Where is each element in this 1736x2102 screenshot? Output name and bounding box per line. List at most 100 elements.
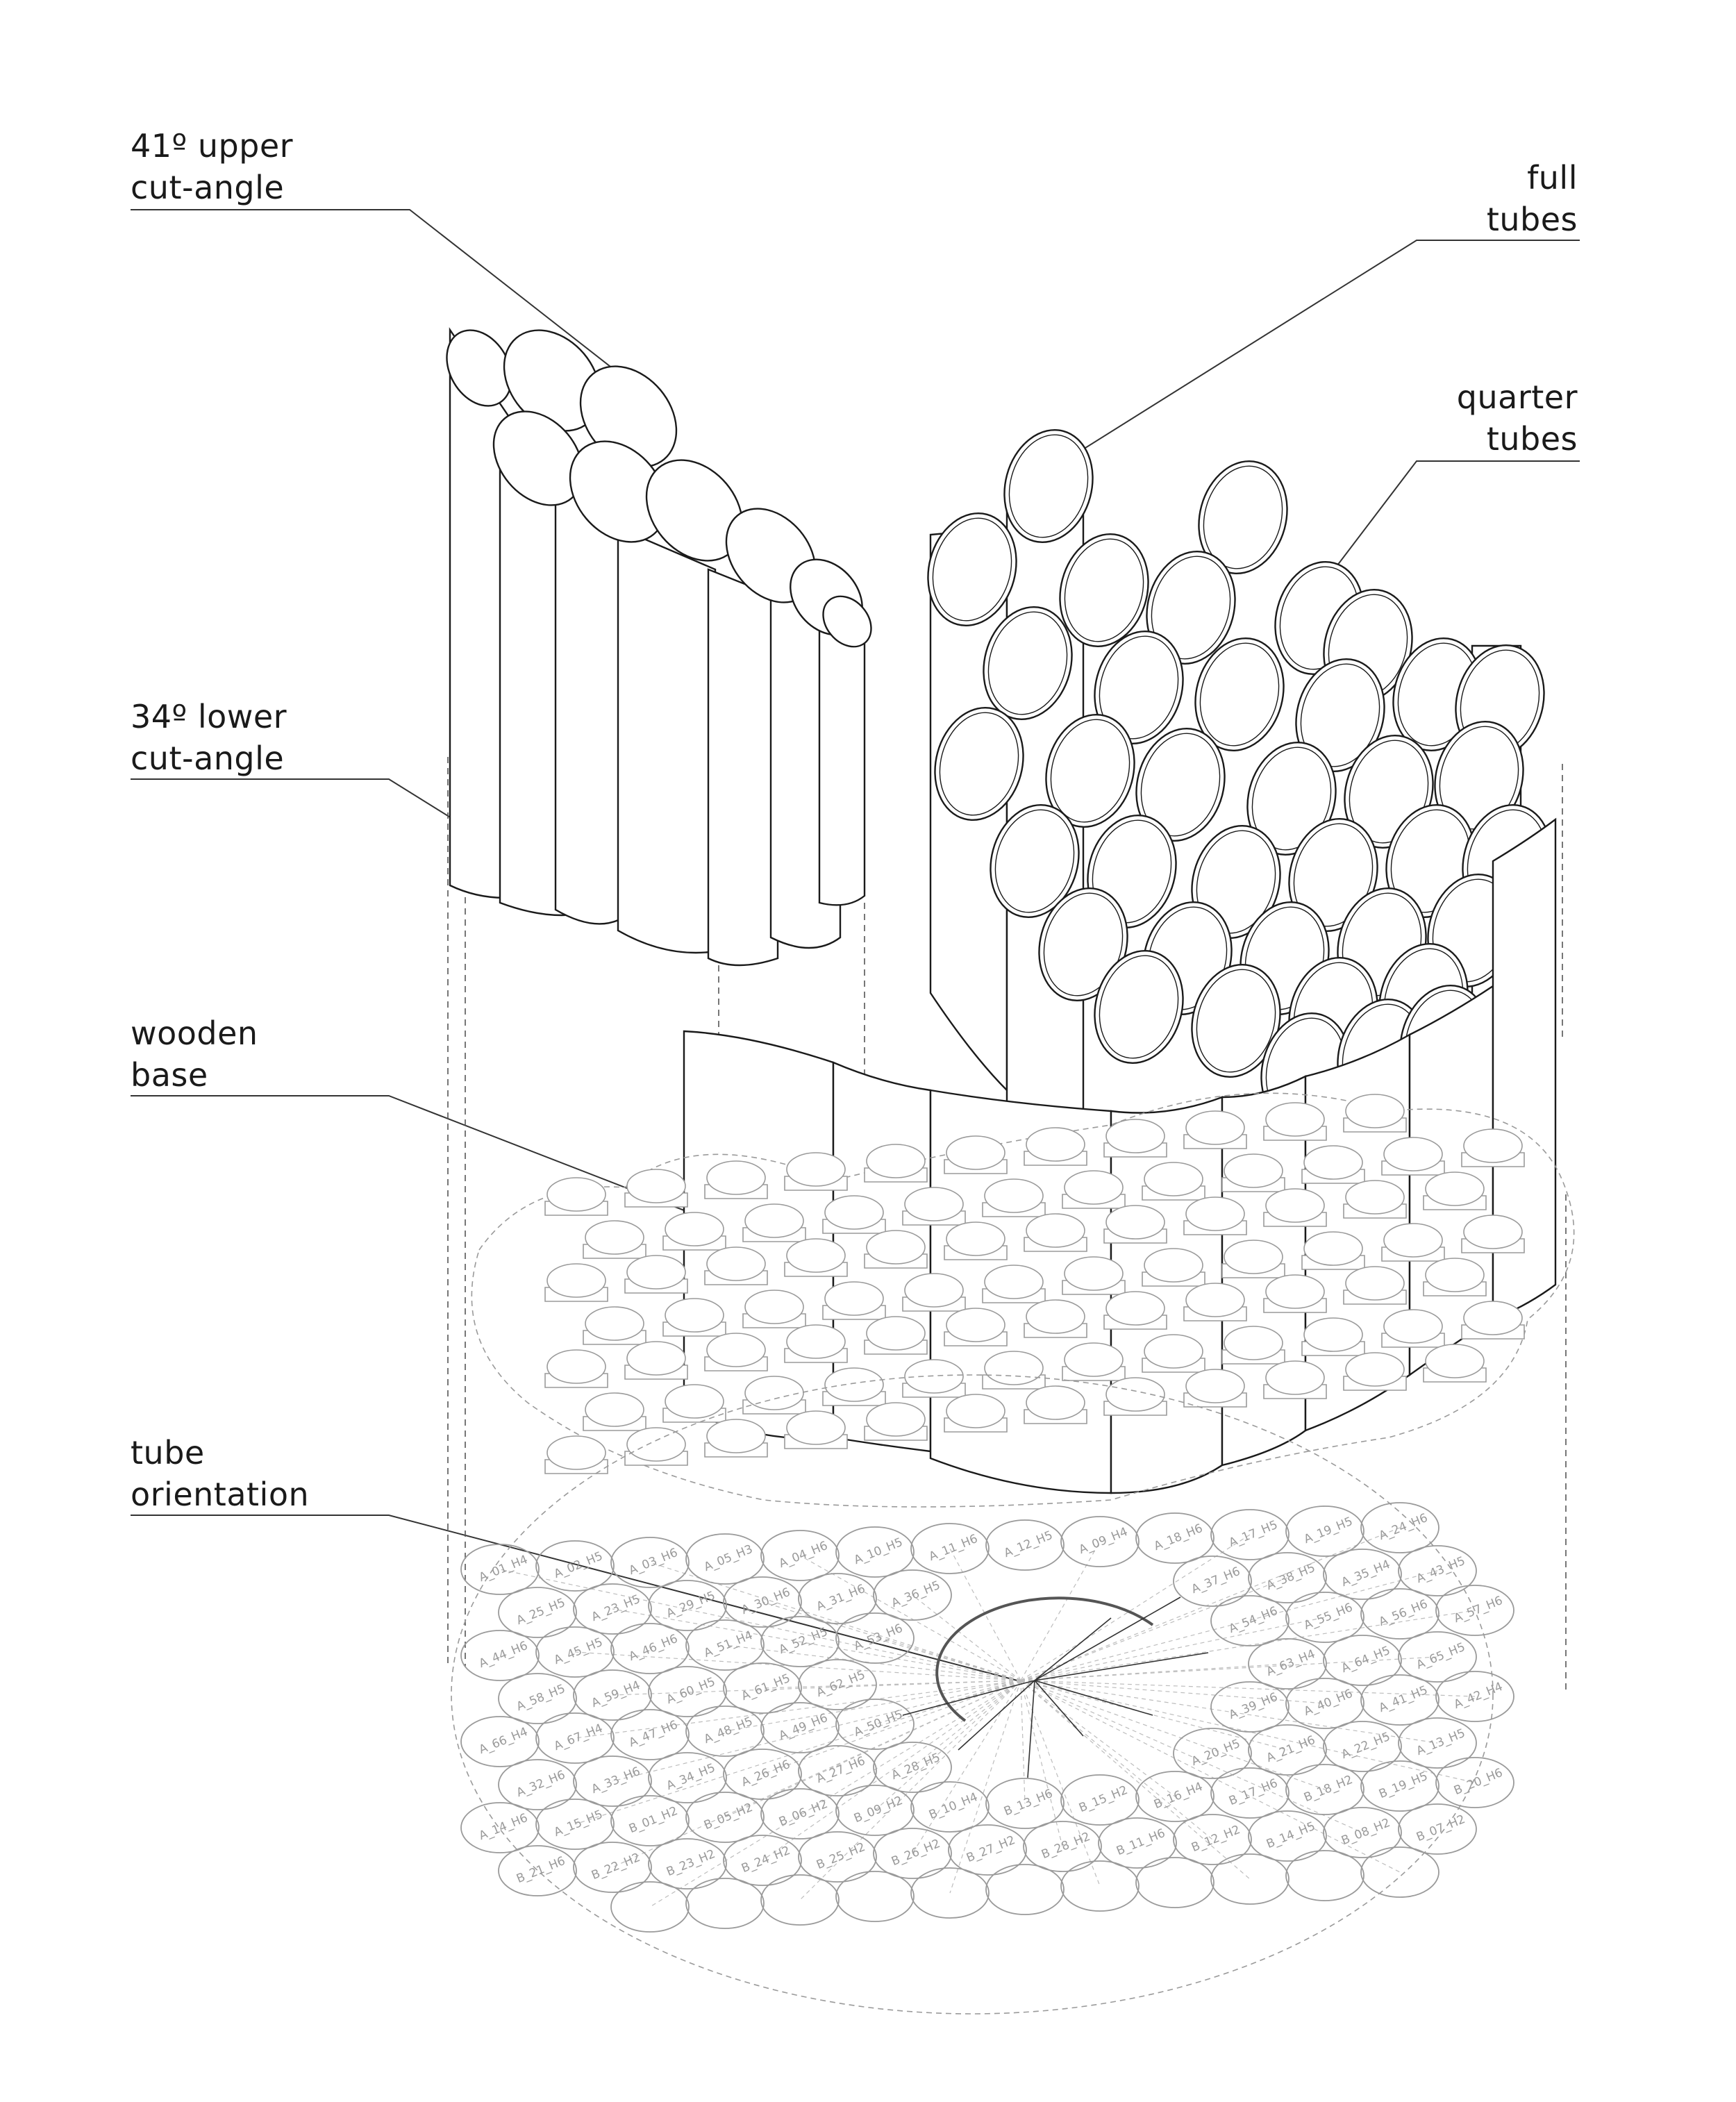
base-joint	[784, 1324, 848, 1363]
base-joint	[624, 1341, 688, 1380]
plan-tube-circle	[1285, 1764, 1364, 1815]
base-joint	[1301, 1317, 1365, 1356]
base-joint	[944, 1221, 1008, 1260]
base-joint	[1024, 1127, 1087, 1166]
plan-tube-circle	[648, 1666, 727, 1717]
plan-tube-circle	[685, 1619, 765, 1671]
plan-tube-circle	[685, 1705, 765, 1757]
orientation-ray	[1020, 1680, 1401, 1873]
plan-tube-label: A_55_H6	[1302, 1601, 1355, 1633]
base-joint	[864, 1144, 928, 1183]
plan-tube-label: A_52_H5	[777, 1625, 830, 1657]
plan-tube-circle	[685, 1533, 765, 1585]
base-joint	[822, 1281, 886, 1320]
full-tube-top	[927, 512, 1017, 627]
orientation-ray	[799, 1555, 1021, 1681]
plan-tube-label: A_02_H5	[552, 1549, 605, 1581]
plan-tube-circle	[498, 1759, 577, 1810]
plan-tube-circle	[723, 1749, 802, 1800]
base-joint	[864, 1402, 928, 1441]
plan-tube-label: A_44_H6	[477, 1639, 530, 1671]
base-joint	[1062, 1342, 1126, 1381]
plan-tube-circle	[573, 1842, 652, 1893]
plan-tube-circle	[873, 1569, 952, 1621]
plan-tube-label: A_25_H5	[515, 1596, 567, 1628]
plan-tube-label: A_33_H6	[590, 1765, 642, 1796]
plan-tube-circle	[835, 1699, 915, 1750]
base-joint	[1183, 1283, 1247, 1321]
leader-tube-orientation	[131, 1515, 1018, 1681]
orientation-ray	[1020, 1680, 1063, 1847]
orientation-ray	[574, 1680, 1021, 1739]
base-joint	[1343, 1352, 1407, 1391]
plan-tube-label: A_66_H4	[477, 1725, 530, 1757]
plan-tube-circle	[1060, 1860, 1140, 1912]
plan-tube-circle	[498, 1845, 577, 1896]
base-joint	[624, 1255, 688, 1294]
orientation-ray	[949, 1548, 1021, 1681]
orientation-ray	[1020, 1680, 1363, 1833]
callout-tube-orientation-line2: orientation	[131, 1476, 310, 1513]
plan-tube-label: B_08_H2	[1339, 1816, 1392, 1848]
plan-tube-label: A_37_H6	[1190, 1565, 1242, 1596]
orientation-pointer	[1034, 1652, 1209, 1681]
plan-tube-circle	[760, 1874, 840, 1926]
plan-tube-label: A_19_H5	[1302, 1515, 1355, 1546]
full-tube-top	[983, 606, 1073, 721]
base-joint	[1343, 1094, 1407, 1133]
base-joint	[944, 1308, 1008, 1346]
base-joint	[902, 1187, 966, 1226]
plan-tube-circle	[1398, 1803, 1477, 1855]
plan-tube-circle	[835, 1526, 915, 1578]
base-joint	[1301, 1231, 1365, 1270]
plan-tube-label: B_27_H2	[965, 1833, 1017, 1865]
plan-tube-circle	[760, 1702, 840, 1753]
plan-tube-label: B_25_H2	[815, 1840, 867, 1872]
base-joint	[1461, 1128, 1525, 1167]
plan-tube-label: A_10_H5	[852, 1535, 905, 1567]
plan-tube-label: B_05_H2	[702, 1801, 755, 1833]
orientation-ray	[1020, 1680, 1438, 1744]
plan-tube-circle	[1398, 1545, 1477, 1596]
base-joint	[1343, 1180, 1407, 1219]
plan-tube-circle	[835, 1612, 915, 1664]
plan-tube-label: A_48_H5	[702, 1715, 755, 1746]
plan-tube-label: A_14_H6	[477, 1811, 530, 1843]
full-tube-top	[1094, 630, 1184, 745]
plan-tube-label: B_01_H2	[627, 1804, 680, 1836]
callout-upper-cut-line1: 41º upper	[131, 127, 294, 165]
plan-tube-label: A_58_H5	[515, 1682, 567, 1714]
base-joint	[742, 1376, 806, 1415]
plan-tube-circle	[1323, 1721, 1402, 1772]
plan-tube-label: A_12_H5	[1002, 1528, 1055, 1560]
plan-tube-circle	[1135, 1512, 1215, 1564]
plan-tube-label: A_65_H5	[1414, 1640, 1467, 1672]
full-tube-top	[1288, 817, 1378, 933]
callout-full-tubes-line1: full	[1527, 159, 1578, 197]
base-joint	[1221, 1240, 1285, 1278]
plan-tube-circle	[1248, 1552, 1327, 1603]
plan-tube-label: B_21_H6	[515, 1854, 567, 1886]
plan-tube-circle	[1098, 1817, 1177, 1869]
base-joint	[1103, 1291, 1167, 1330]
orientation-ray	[912, 1594, 1021, 1681]
plan-tube-circle	[723, 1576, 802, 1628]
plan-tube-circle	[610, 1709, 690, 1760]
plan-tube-circle	[873, 1742, 952, 1793]
orientation-pointer	[1027, 1680, 1035, 1778]
plan-tube-label: A_57_H6	[1452, 1594, 1505, 1626]
plan-tube-label: A_39_H6	[1227, 1690, 1280, 1722]
plan-tube-label: A_47_H6	[627, 1718, 680, 1750]
base-joint	[1024, 1385, 1087, 1424]
base-joint	[822, 1195, 886, 1234]
full-tube-top	[1094, 949, 1184, 1065]
base-joint	[1183, 1110, 1247, 1149]
plan-tube-circle	[460, 1802, 540, 1853]
base-joint	[704, 1333, 768, 1371]
plan-boundary	[451, 1374, 1494, 2015]
callout-lower-cut-line1: 34º lower	[131, 698, 287, 735]
leader-upper-cut	[131, 209, 640, 390]
base-joint	[902, 1273, 966, 1312]
base-joint	[544, 1177, 608, 1216]
